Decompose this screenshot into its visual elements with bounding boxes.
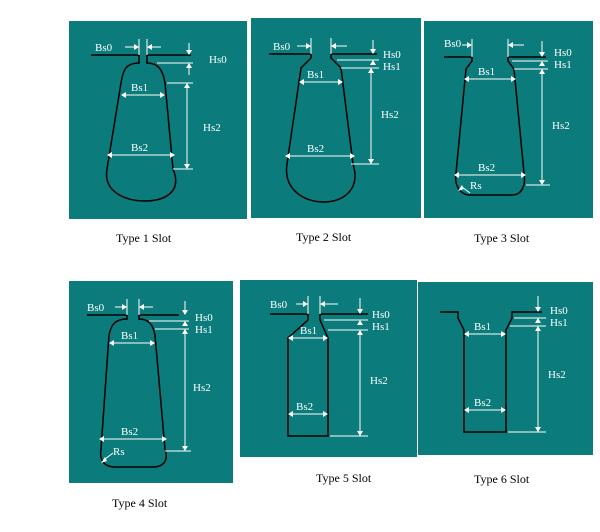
type-3-slot-panel: Bs0 Hs0 Hs1 Bs1 Hs2 Bs2 bbox=[424, 21, 593, 218]
slot-outline bbox=[87, 314, 179, 468]
bs1-label: Bs1 bbox=[307, 69, 324, 81]
slot-outline bbox=[444, 56, 546, 196]
type-2-slot-caption: Type 2 Slot bbox=[296, 230, 352, 244]
bs0-label: Bs0 bbox=[87, 302, 105, 314]
bs2-label: Bs2 bbox=[121, 426, 138, 438]
type-4-slot-caption: Type 4 Slot bbox=[112, 496, 168, 510]
bs0-label: Bs0 bbox=[270, 299, 288, 311]
type-6-slot-caption: Type 6 Slot bbox=[474, 472, 530, 486]
hs1-dimension: Hs1 bbox=[357, 320, 390, 333]
bs2-dimension: Bs2 bbox=[99, 426, 167, 442]
bs1-dimension: Bs1 bbox=[288, 325, 328, 341]
bs1-dimension: Bs1 bbox=[121, 82, 165, 98]
rs-dimension: Rs bbox=[101, 446, 125, 463]
hs1-dimension: Hs1 bbox=[370, 60, 401, 73]
bs2-dimension: Bs2 bbox=[464, 397, 506, 413]
hs2-dimension: Hs2 bbox=[330, 330, 388, 437]
hs0-label: Hs0 bbox=[195, 312, 213, 324]
bs0-dimension: Bs0 bbox=[273, 38, 347, 54]
hs0-dimension: Hs0 bbox=[337, 40, 401, 69]
type-3-slot-diagram: Bs0 Hs0 Hs1 Bs1 Hs2 Bs2 bbox=[444, 38, 572, 196]
type-6-slot-diagram: Hs0 Hs1 Bs1 Hs2 Bs2 bbox=[440, 296, 568, 433]
bs1-label: Bs1 bbox=[300, 325, 317, 337]
bs2-label: Bs2 bbox=[307, 143, 324, 155]
bs1-dimension: Bs1 bbox=[109, 330, 155, 346]
type-3-slot-caption: Type 3 Slot bbox=[474, 231, 530, 245]
hs2-label: Hs2 bbox=[548, 369, 566, 381]
hs2-label: Hs2 bbox=[552, 120, 570, 132]
slot-outline bbox=[91, 54, 191, 202]
bs1-dimension: Bs1 bbox=[299, 69, 343, 85]
type-5-slot-panel: Bs0 Hs0 Hs1 Bs1 Hs2 Bs2 bbox=[240, 280, 417, 457]
type-1-slot-panel: Bs0 Hs0 Bs1 Hs2 Bs2 bbox=[69, 21, 247, 219]
hs1-label: Hs1 bbox=[383, 61, 401, 73]
hs0-dimension: Hs0 bbox=[324, 298, 390, 331]
hs1-dimension: Hs1 bbox=[182, 321, 213, 336]
hs0-dimension: Hs0 bbox=[157, 43, 227, 75]
hs2-label: Hs2 bbox=[381, 109, 399, 121]
hs1-dimension: Hs1 bbox=[539, 59, 572, 71]
type-6-slot-panel: Hs0 Hs1 Bs1 Hs2 Bs2 bbox=[418, 282, 593, 455]
slot-outline bbox=[440, 311, 542, 433]
hs1-label: Hs1 bbox=[195, 324, 213, 336]
hs2-label: Hs2 bbox=[203, 122, 221, 134]
bs2-dimension: Bs2 bbox=[285, 143, 355, 159]
hs2-label: Hs2 bbox=[193, 382, 211, 394]
hs2-dimension: Hs2 bbox=[351, 68, 399, 165]
hs0-label: Hs0 bbox=[209, 54, 227, 66]
hs0-dimension: Hs0 bbox=[510, 296, 568, 327]
bs1-label: Bs1 bbox=[478, 66, 495, 78]
hs1-label: Hs1 bbox=[550, 317, 568, 329]
bs1-label: Bs1 bbox=[121, 330, 138, 342]
bs1-dimension: Bs1 bbox=[464, 66, 516, 82]
bs0-label: Bs0 bbox=[95, 42, 113, 54]
bs0-dimension: Bs0 bbox=[87, 299, 153, 315]
bs1-label: Bs1 bbox=[474, 321, 491, 333]
hs0-label: Hs0 bbox=[383, 49, 401, 61]
hs0-label: Hs0 bbox=[550, 305, 568, 317]
hs0-dimension: Hs0 bbox=[149, 301, 213, 330]
bs2-dimension: Bs2 bbox=[107, 142, 175, 158]
type-4-slot-diagram: Bs0 Hs0 Hs1 Bs1 Hs2 Bs2 bbox=[87, 299, 213, 468]
bs0-label: Bs0 bbox=[444, 38, 462, 50]
hs2-dimension: Hs2 bbox=[165, 329, 211, 452]
bs2-dimension: Bs2 bbox=[454, 162, 526, 178]
bs0-label: Bs0 bbox=[273, 41, 291, 53]
rs-label: Rs bbox=[470, 180, 482, 192]
hs1-dimension: Hs1 bbox=[535, 317, 568, 329]
type-5-slot-diagram: Bs0 Hs0 Hs1 Bs1 Hs2 Bs2 bbox=[270, 296, 390, 437]
bs2-label: Bs2 bbox=[474, 397, 491, 409]
hs0-label: Hs0 bbox=[554, 47, 572, 59]
bs1-label: Bs1 bbox=[131, 82, 148, 94]
bs0-dimension: Bs0 bbox=[95, 39, 161, 55]
type-5-slot-caption: Type 5 Slot bbox=[316, 471, 372, 485]
rs-dimension: Rs bbox=[458, 180, 482, 194]
type-2-slot-diagram: Bs0 Hs0 Hs1 Bs1 Hs2 Bs2 bbox=[269, 38, 401, 203]
hs1-label: Hs1 bbox=[554, 59, 572, 71]
slot-outline bbox=[270, 313, 368, 437]
bs0-dimension: Bs0 bbox=[270, 296, 338, 314]
bs2-dimension: Bs2 bbox=[288, 401, 328, 417]
type-1-slot-diagram: Bs0 Hs0 Bs1 Hs2 Bs2 bbox=[91, 39, 227, 202]
bs1-dimension: Bs1 bbox=[464, 321, 506, 337]
bs2-label: Bs2 bbox=[131, 142, 148, 154]
hs2-dimension: Hs2 bbox=[508, 326, 566, 433]
hs2-dimension: Hs2 bbox=[526, 69, 570, 186]
hs2-dimension: Hs2 bbox=[167, 82, 221, 170]
bs2-label: Bs2 bbox=[296, 401, 313, 413]
bs2-label: Bs2 bbox=[478, 162, 495, 174]
type-4-slot-panel: Bs0 Hs0 Hs1 Bs1 Hs2 Bs2 bbox=[69, 281, 233, 483]
type-1-slot-caption: Type 1 Slot bbox=[116, 231, 172, 245]
hs1-label: Hs1 bbox=[372, 321, 390, 333]
type-2-slot-panel: Bs0 Hs0 Hs1 Bs1 Hs2 Bs2 bbox=[251, 18, 421, 218]
rs-label: Rs bbox=[113, 446, 125, 458]
hs2-label: Hs2 bbox=[370, 375, 388, 387]
bs0-dimension: Bs0 bbox=[444, 38, 524, 57]
hs0-label: Hs0 bbox=[372, 309, 390, 321]
